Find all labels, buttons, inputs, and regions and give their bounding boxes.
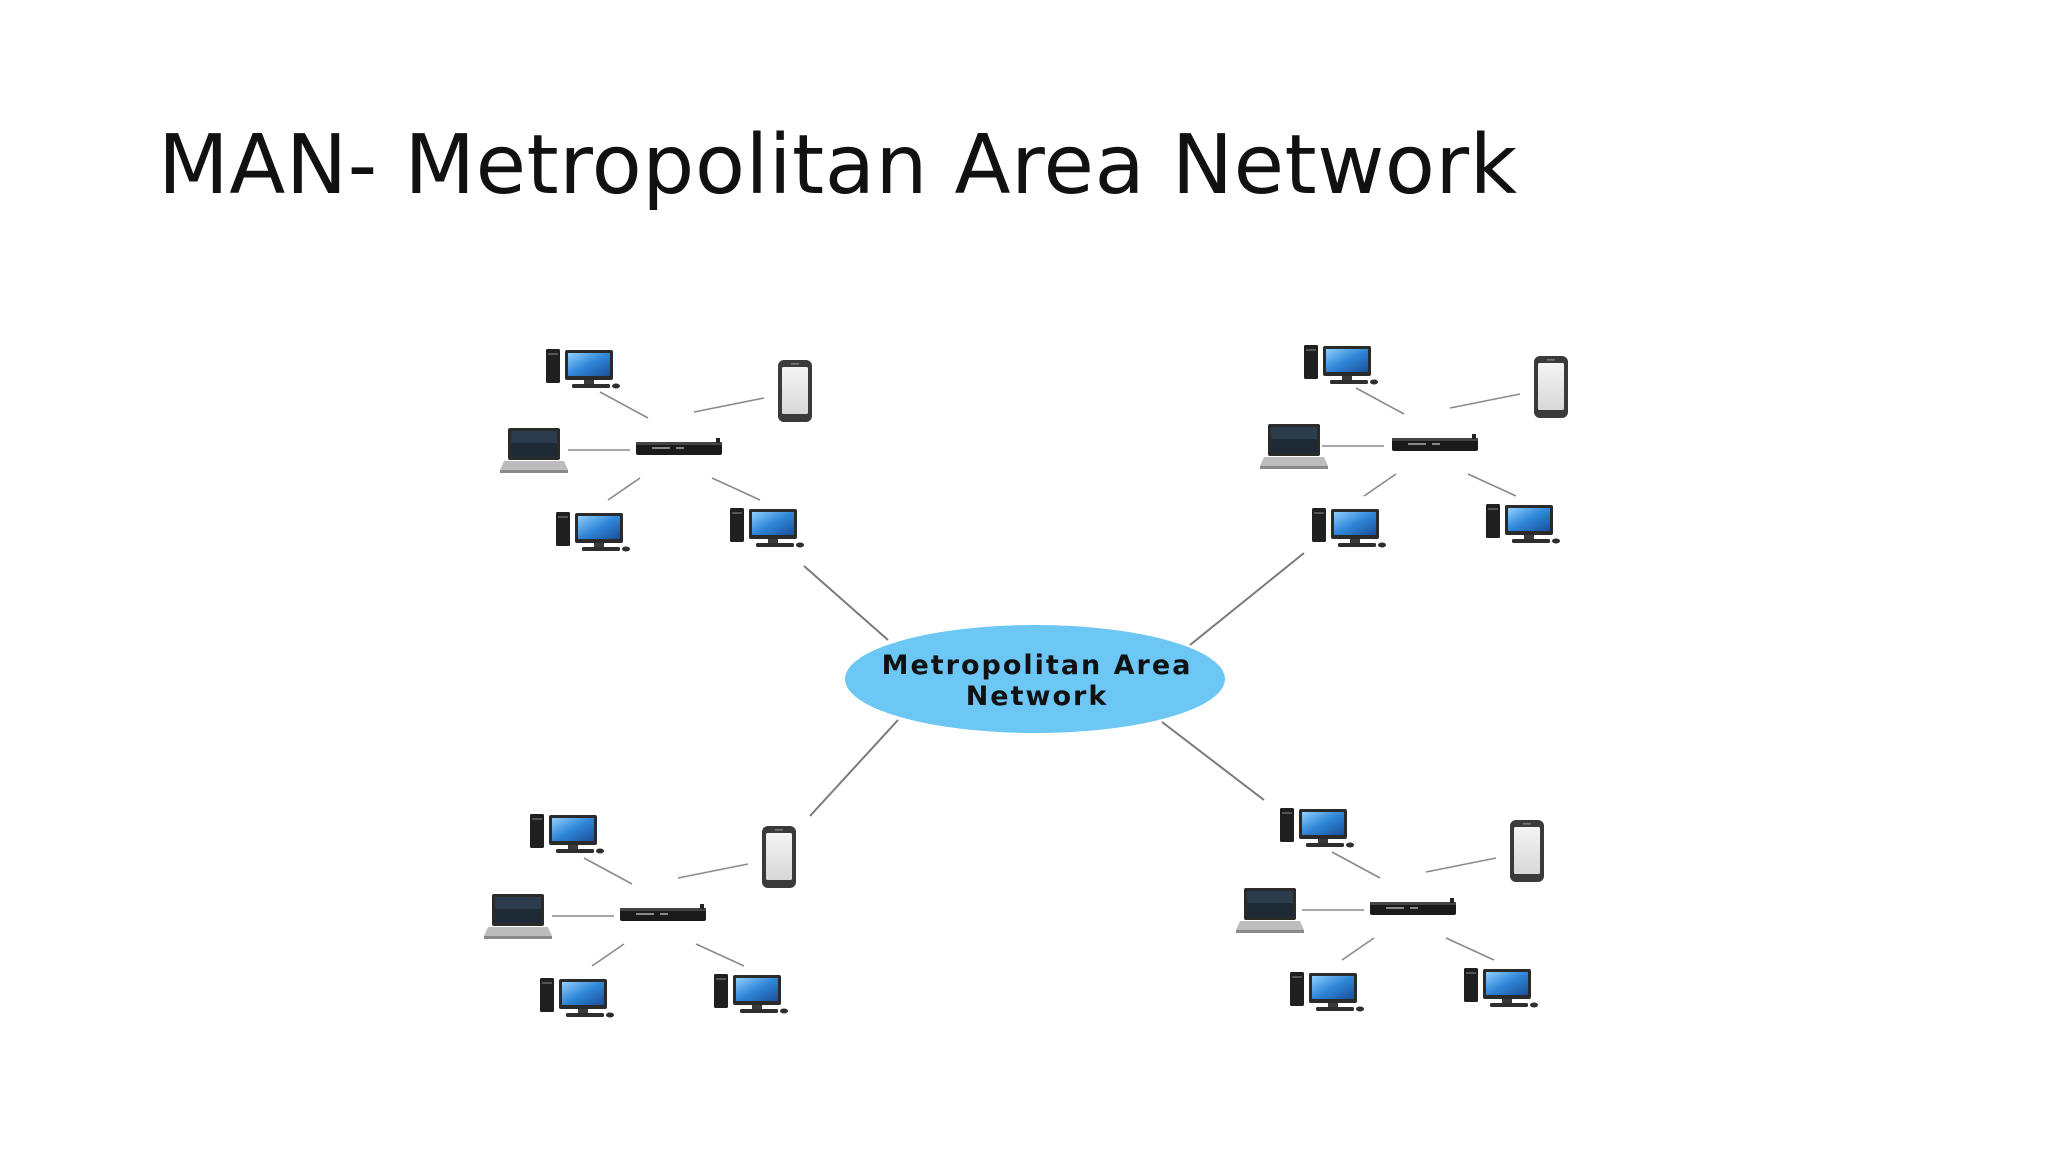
laptop-icon [1260,424,1328,469]
lan-cluster-bottom-left [484,814,796,1018]
trunk-link-top-right [1189,552,1305,646]
man-cloud: Metropolitan Area Network [845,625,1225,733]
router-icon [1370,898,1456,915]
laptop-icon [1236,888,1304,933]
trunk-link-bottom-left [809,719,899,817]
slide-title: MAN- Metropolitan Area Network [158,118,1518,213]
desktop-icon [730,508,804,548]
desktop-icon [714,974,788,1014]
smartphone-icon [1534,356,1568,418]
smartphone-icon [1510,820,1544,882]
smartphone-icon [762,826,796,888]
man-cloud-label-line1: Metropolitan Area [882,650,1193,681]
router-icon [636,438,722,455]
lan-cluster-top-right [1260,345,1568,548]
lan-cluster-top-left [500,349,812,552]
desktop-icon [1464,968,1538,1008]
router-icon [1392,434,1478,451]
laptop-icon [500,428,568,473]
trunk-link-top-left [803,565,889,641]
desktop-icon [1290,972,1364,1012]
desktop-icon [1486,504,1560,544]
desktop-icon [540,978,614,1018]
router-icon [620,904,706,921]
desktop-icon [1312,508,1386,548]
desktop-icon [1280,808,1354,848]
desktop-icon [556,512,630,552]
trunk-link-bottom-right [1161,721,1265,801]
man-cloud-ellipse [845,625,1225,733]
desktop-icon [1304,345,1378,385]
smartphone-icon [778,360,812,422]
laptop-icon [484,894,552,939]
trunk-links [803,552,1305,817]
desktop-icon [530,814,604,854]
man-cloud-label-line2: Network [966,681,1109,712]
desktop-icon [546,349,620,389]
lan-cluster-bottom-right [1236,808,1544,1012]
